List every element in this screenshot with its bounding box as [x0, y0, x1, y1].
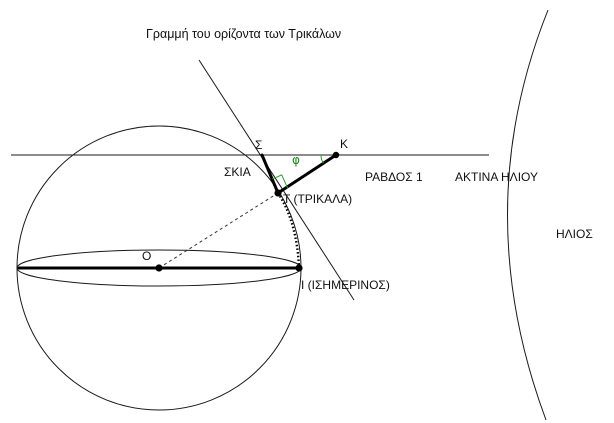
- arc-t-to-i: [276, 192, 301, 269]
- horizon-line: [198, 59, 355, 301]
- label-sigma: Σ: [255, 138, 262, 152]
- radius-o-to-t: [158, 192, 279, 269]
- rod-segment: [276, 153, 338, 195]
- point-o: [155, 264, 163, 272]
- sun-arc: [507, 9, 549, 421]
- label-phi: φ: [292, 153, 300, 167]
- label-k: K: [340, 137, 348, 151]
- label-sun: ΗΛΙΟΣ: [556, 227, 593, 241]
- point-t: [274, 189, 282, 197]
- point-i: [295, 264, 303, 272]
- right-angle-marker: [271, 174, 289, 189]
- label-sun-ray: ΑΚΤΙΝΑ ΗΛΙΟΥ: [455, 170, 538, 184]
- label-rod: ΡΑΒΔΟΣ 1: [365, 170, 423, 184]
- label-equator: I (ΙΣΗΜΕΡΙΝΟΣ): [301, 278, 390, 292]
- angle-phi-arc: [320, 154, 324, 164]
- label-shadow: ΣΚΙΑ: [224, 165, 251, 179]
- title-label: Γραμμή του ορίζοντα των Τρικάλων: [146, 27, 341, 41]
- point-k: [332, 151, 340, 159]
- label-o: O: [142, 249, 151, 263]
- shadow-segment: [260, 153, 280, 195]
- label-trikala: T (ΤΡΙΚΑΛΑ): [283, 192, 352, 206]
